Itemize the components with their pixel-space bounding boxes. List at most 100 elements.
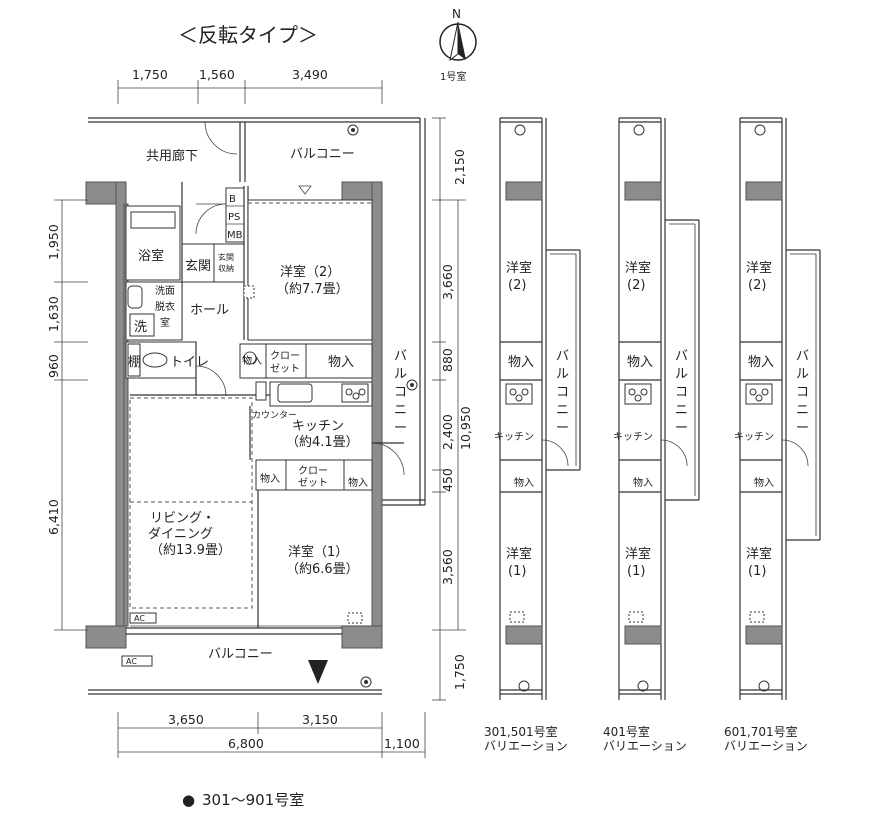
label-western1-name: 洋室（1） (288, 544, 348, 560)
north-letter: N (452, 7, 461, 21)
dim-right-7: 1,750 (452, 654, 467, 690)
label-ldk-area: （約13.9畳） (150, 543, 231, 558)
label-shoe-storage-2: 収納 (218, 263, 234, 273)
variation-w2-name: 洋室 (506, 260, 532, 276)
variation-balcony-char: ニ (675, 403, 688, 418)
variation-storage: 物入 (748, 355, 774, 370)
footer-units: 301〜901号室 (202, 791, 304, 809)
label-balcony-bottom: バルコニー (208, 647, 273, 662)
variation-kitchen: キッチン (613, 431, 653, 443)
label-ps: PS (228, 212, 240, 223)
variation-balcony-char: コ (796, 385, 809, 400)
label-kitchen-area: （約4.1畳） (286, 435, 359, 450)
svg-text:ル: ル (394, 367, 407, 382)
dim-right-1: 2,150 (452, 149, 467, 185)
footer-bullet: ● (182, 791, 195, 809)
dim-left-3: 960 (46, 354, 61, 378)
left-dimension-line (54, 199, 88, 631)
dim-top-1: 1,750 (132, 67, 168, 82)
variation-balcony-char: バ (556, 349, 569, 364)
label-washroom-1: 洗面 (155, 285, 175, 297)
variation-w1-number: (1) (627, 564, 645, 579)
main-plan (85, 117, 426, 695)
svg-text:バ: バ (394, 349, 407, 364)
label-shoe-storage-1: 玄関 (218, 252, 234, 262)
variation-balcony-char: ニ (796, 403, 809, 418)
label-hall: ホール (190, 303, 229, 318)
label-storage-mid-2: 物入 (348, 476, 368, 489)
dim-bottom-2: 3,150 (302, 712, 338, 727)
dim-left-2: 1,630 (46, 296, 61, 332)
label-bath: 浴室 (138, 248, 164, 264)
variation-balcony-char: ル (556, 367, 569, 382)
dim-right-total: 10,950 (458, 406, 473, 450)
svg-text:ニ: ニ (394, 403, 407, 418)
label-closet-mid-1: クロー (298, 465, 328, 477)
label-closet-mid-2: ゼット (298, 477, 328, 489)
dim-top-3: 3,490 (292, 67, 328, 82)
variation-label: 601,701号室 (724, 724, 798, 739)
variation-w2-number: (2) (627, 278, 645, 293)
svg-text:ー: ー (394, 421, 407, 436)
label-western2-area: （約7.7畳） (276, 282, 349, 297)
dim-top-2: 1,560 (199, 67, 235, 82)
variation-balcony-char: ー (796, 421, 809, 436)
label-closet-top-1: クロー (270, 350, 300, 362)
label-shelf: 棚 (128, 355, 141, 370)
variation-plans: 洋室(2)物入キッチン物入洋室(1)バルコニー301,501号室バリエーション洋… (484, 117, 821, 753)
dim-left-1: 1,950 (46, 224, 61, 260)
label-ldk-1: リビング・ (150, 511, 215, 526)
variation-w2-name: 洋室 (625, 260, 651, 276)
dim-bottom-total: 6,800 (228, 736, 264, 751)
label-corridor: 共用廊下 (146, 148, 198, 164)
north-caption: 1号室 (440, 70, 466, 83)
variation-storage: 物入 (627, 355, 653, 370)
top-dimension-line (117, 80, 383, 104)
label-washroom-2: 脱衣 (155, 300, 175, 313)
variation-storage: 物入 (508, 355, 534, 370)
variation-w2-name: 洋室 (746, 260, 772, 276)
label-kitchen-name: キッチン (292, 419, 344, 434)
svg-text:コ: コ (394, 385, 407, 400)
variation-w1-name: 洋室 (506, 546, 532, 562)
label-storage-top: 物入 (328, 355, 354, 370)
label-toilet: トイレ (170, 355, 209, 370)
north-arrow-icon (439, 21, 477, 62)
variation-balcony-char: バ (675, 349, 688, 364)
variation-w2-number: (2) (748, 278, 766, 293)
variation-label-sub: バリエーション (484, 739, 568, 753)
label-ac-2: AC (126, 657, 137, 666)
plan-title: ＜反転タイプ＞ (178, 23, 318, 47)
variation-storage2: 物入 (633, 476, 653, 489)
variation-storage2: 物入 (754, 476, 774, 489)
variation-balcony-char: コ (556, 385, 569, 400)
variation-kitchen: キッチン (734, 431, 774, 443)
label-counter: カウンター (252, 410, 297, 421)
variation-balcony-char: ー (556, 421, 569, 436)
variation-balcony-char: ル (796, 367, 809, 382)
label-closet-top-2: ゼット (270, 363, 300, 375)
variation-label: 401号室 (603, 724, 650, 739)
variation-balcony-char: ニ (556, 403, 569, 418)
label-balcony-top: バルコニー (290, 147, 355, 162)
label-ldk-2: ダイニング (148, 527, 213, 542)
variation-balcony-char: コ (675, 385, 688, 400)
label-washroom-3: 室 (160, 316, 170, 329)
dim-right-4: 2,400 (440, 414, 455, 450)
variation-storage2: 物入 (514, 476, 534, 489)
variation-label-sub: バリエーション (603, 739, 687, 753)
variation-balcony-char: バ (796, 349, 809, 364)
variation-balcony-char: ー (675, 421, 688, 436)
stove-icon (341, 383, 369, 403)
label-western1-area: （約6.6畳） (286, 562, 359, 577)
label-ac-1: AC (134, 614, 145, 623)
variation-w1-number: (1) (508, 564, 526, 579)
dim-right-2: 3,660 (440, 264, 455, 300)
label-storage-mid-1: 物入 (260, 472, 280, 485)
variation-kitchen: キッチン (494, 431, 534, 443)
dim-right-6: 3,560 (440, 549, 455, 585)
dim-right-3: 880 (440, 348, 455, 372)
